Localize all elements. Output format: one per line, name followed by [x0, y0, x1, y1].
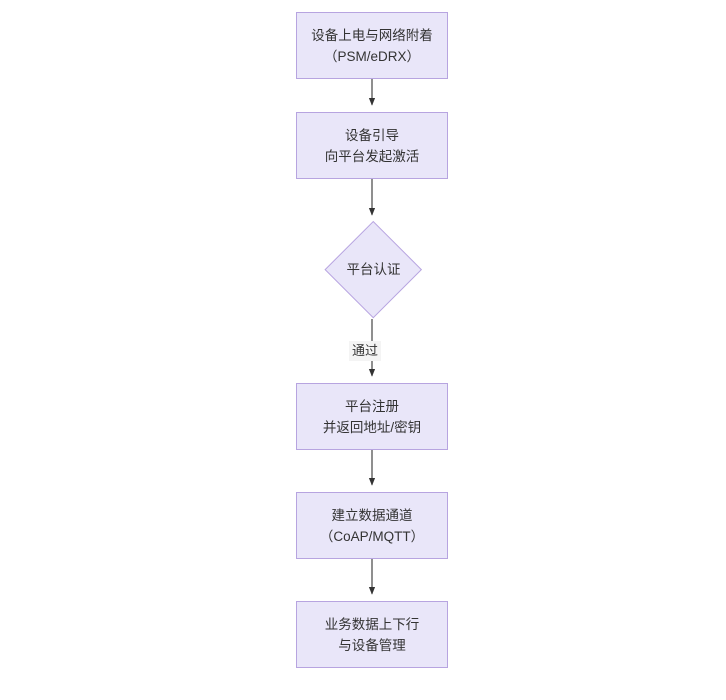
node-auth-label: 平台认证	[346, 262, 401, 277]
node-boot-line2: 向平台发起激活	[324, 148, 420, 164]
node-device-bootstrap[interactable]: 设备引导 向平台发起激活	[296, 112, 448, 179]
node-register-line2: 并返回地址/密钥	[322, 419, 422, 435]
node-power-line2: （PSM/eDRX）	[323, 48, 421, 64]
node-register-line1: 平台注册	[345, 398, 399, 414]
node-platform-auth[interactable]: 平台认证	[325, 221, 422, 318]
node-business-line2: 与设备管理	[338, 637, 406, 653]
edge-label-pass: 通过	[349, 341, 382, 361]
node-power-line1: 设备上电与网络附着	[311, 27, 433, 43]
node-business-line1: 业务数据上下行	[324, 616, 420, 632]
node-channel-line2: （CoAP/MQTT）	[319, 528, 425, 544]
node-business-data[interactable]: 业务数据上下行 与设备管理	[296, 601, 448, 668]
node-boot-line1: 设备引导	[345, 127, 399, 143]
node-device-power-on[interactable]: 设备上电与网络附着 （PSM/eDRX）	[296, 12, 448, 79]
node-channel-line1: 建立数据通道	[331, 507, 413, 523]
node-platform-register[interactable]: 平台注册 并返回地址/密钥	[296, 383, 448, 450]
node-data-channel[interactable]: 建立数据通道 （CoAP/MQTT）	[296, 492, 448, 559]
